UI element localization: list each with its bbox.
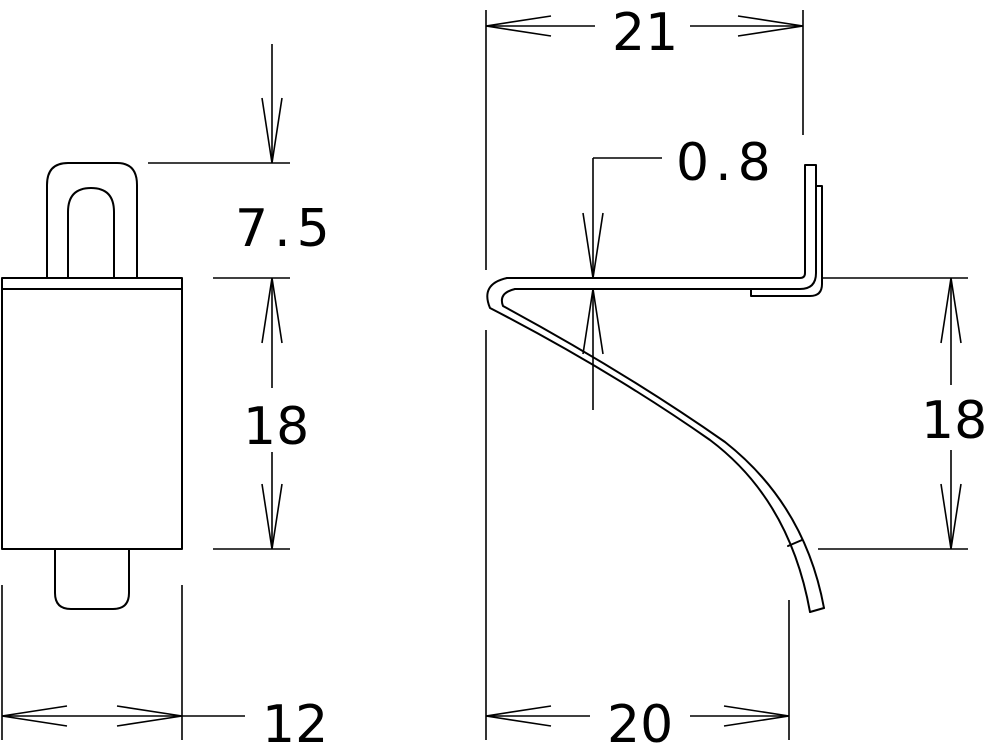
thickness-label: 0.8 xyxy=(676,133,777,193)
spring-leg-outer xyxy=(486,277,811,613)
spring-leg-inner xyxy=(500,288,825,609)
spring-leg-break xyxy=(787,539,803,547)
left-width-label: 12 xyxy=(262,695,328,754)
bottom-width-dimension: 20 xyxy=(485,600,790,754)
left-width-dimension: 12 xyxy=(1,585,328,754)
bottom-width-label: 20 xyxy=(607,695,673,754)
strip-inner-edge xyxy=(750,185,823,297)
side-view xyxy=(486,164,825,613)
top-width-dimension: 21 xyxy=(485,3,804,740)
left-height-label: 18 xyxy=(243,397,309,457)
loop-height-dimension: 7.5 xyxy=(148,44,336,279)
top-width-label: 21 xyxy=(612,3,678,63)
strip-outer xyxy=(506,164,817,290)
left-height-dimension: 18 xyxy=(213,277,309,550)
right-height-label: 18 xyxy=(921,391,987,451)
top-loop-outer xyxy=(46,162,138,279)
front-view xyxy=(1,162,183,610)
bottom-tab xyxy=(54,548,130,610)
loop-height-label: 7.5 xyxy=(235,199,336,259)
spring-leg-tip xyxy=(809,607,825,613)
right-height-dimension: 18 xyxy=(818,277,987,550)
top-loop-slot xyxy=(67,187,115,279)
thickness-dimension: 0.8 xyxy=(582,133,777,410)
clip-body xyxy=(1,277,183,550)
